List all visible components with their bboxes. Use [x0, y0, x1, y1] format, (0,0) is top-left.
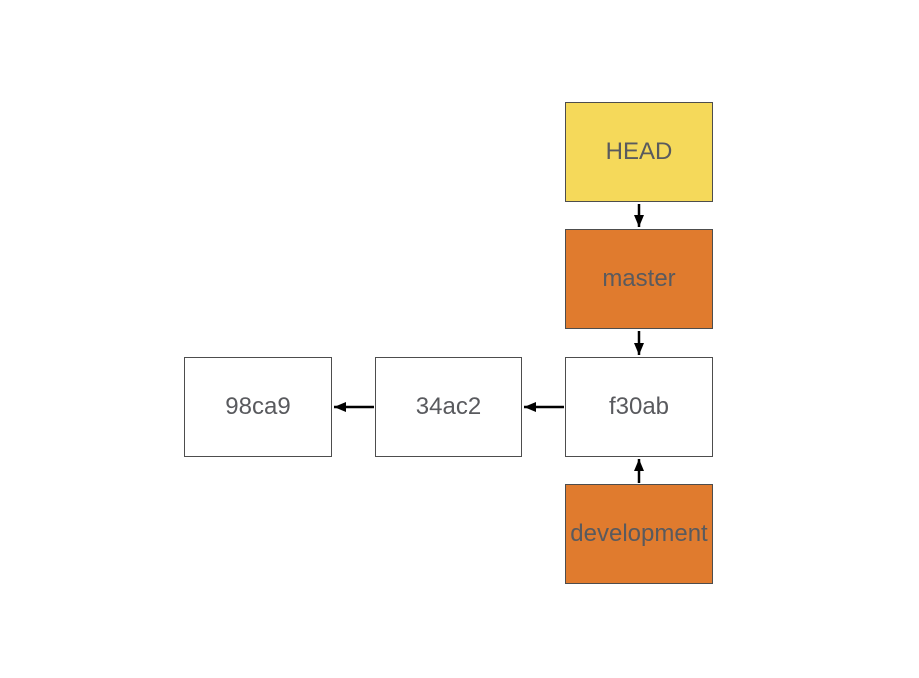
node-commit-34ac2-label: 34ac2	[415, 393, 482, 420]
node-commit-34ac2: 34ac2	[375, 357, 522, 457]
node-commit-98ca9-label: 98ca9	[225, 393, 291, 420]
node-master-label: master	[602, 265, 676, 292]
node-head: HEAD	[565, 102, 713, 202]
node-development: development	[565, 484, 713, 584]
node-master: master	[565, 229, 713, 329]
node-commit-f30ab-label: f30ab	[608, 393, 670, 420]
node-commit-f30ab: f30ab	[565, 357, 713, 457]
node-commit-98ca9: 98ca9	[184, 357, 332, 457]
node-development-label: development	[570, 520, 708, 547]
node-head-label: HEAD	[605, 138, 673, 165]
